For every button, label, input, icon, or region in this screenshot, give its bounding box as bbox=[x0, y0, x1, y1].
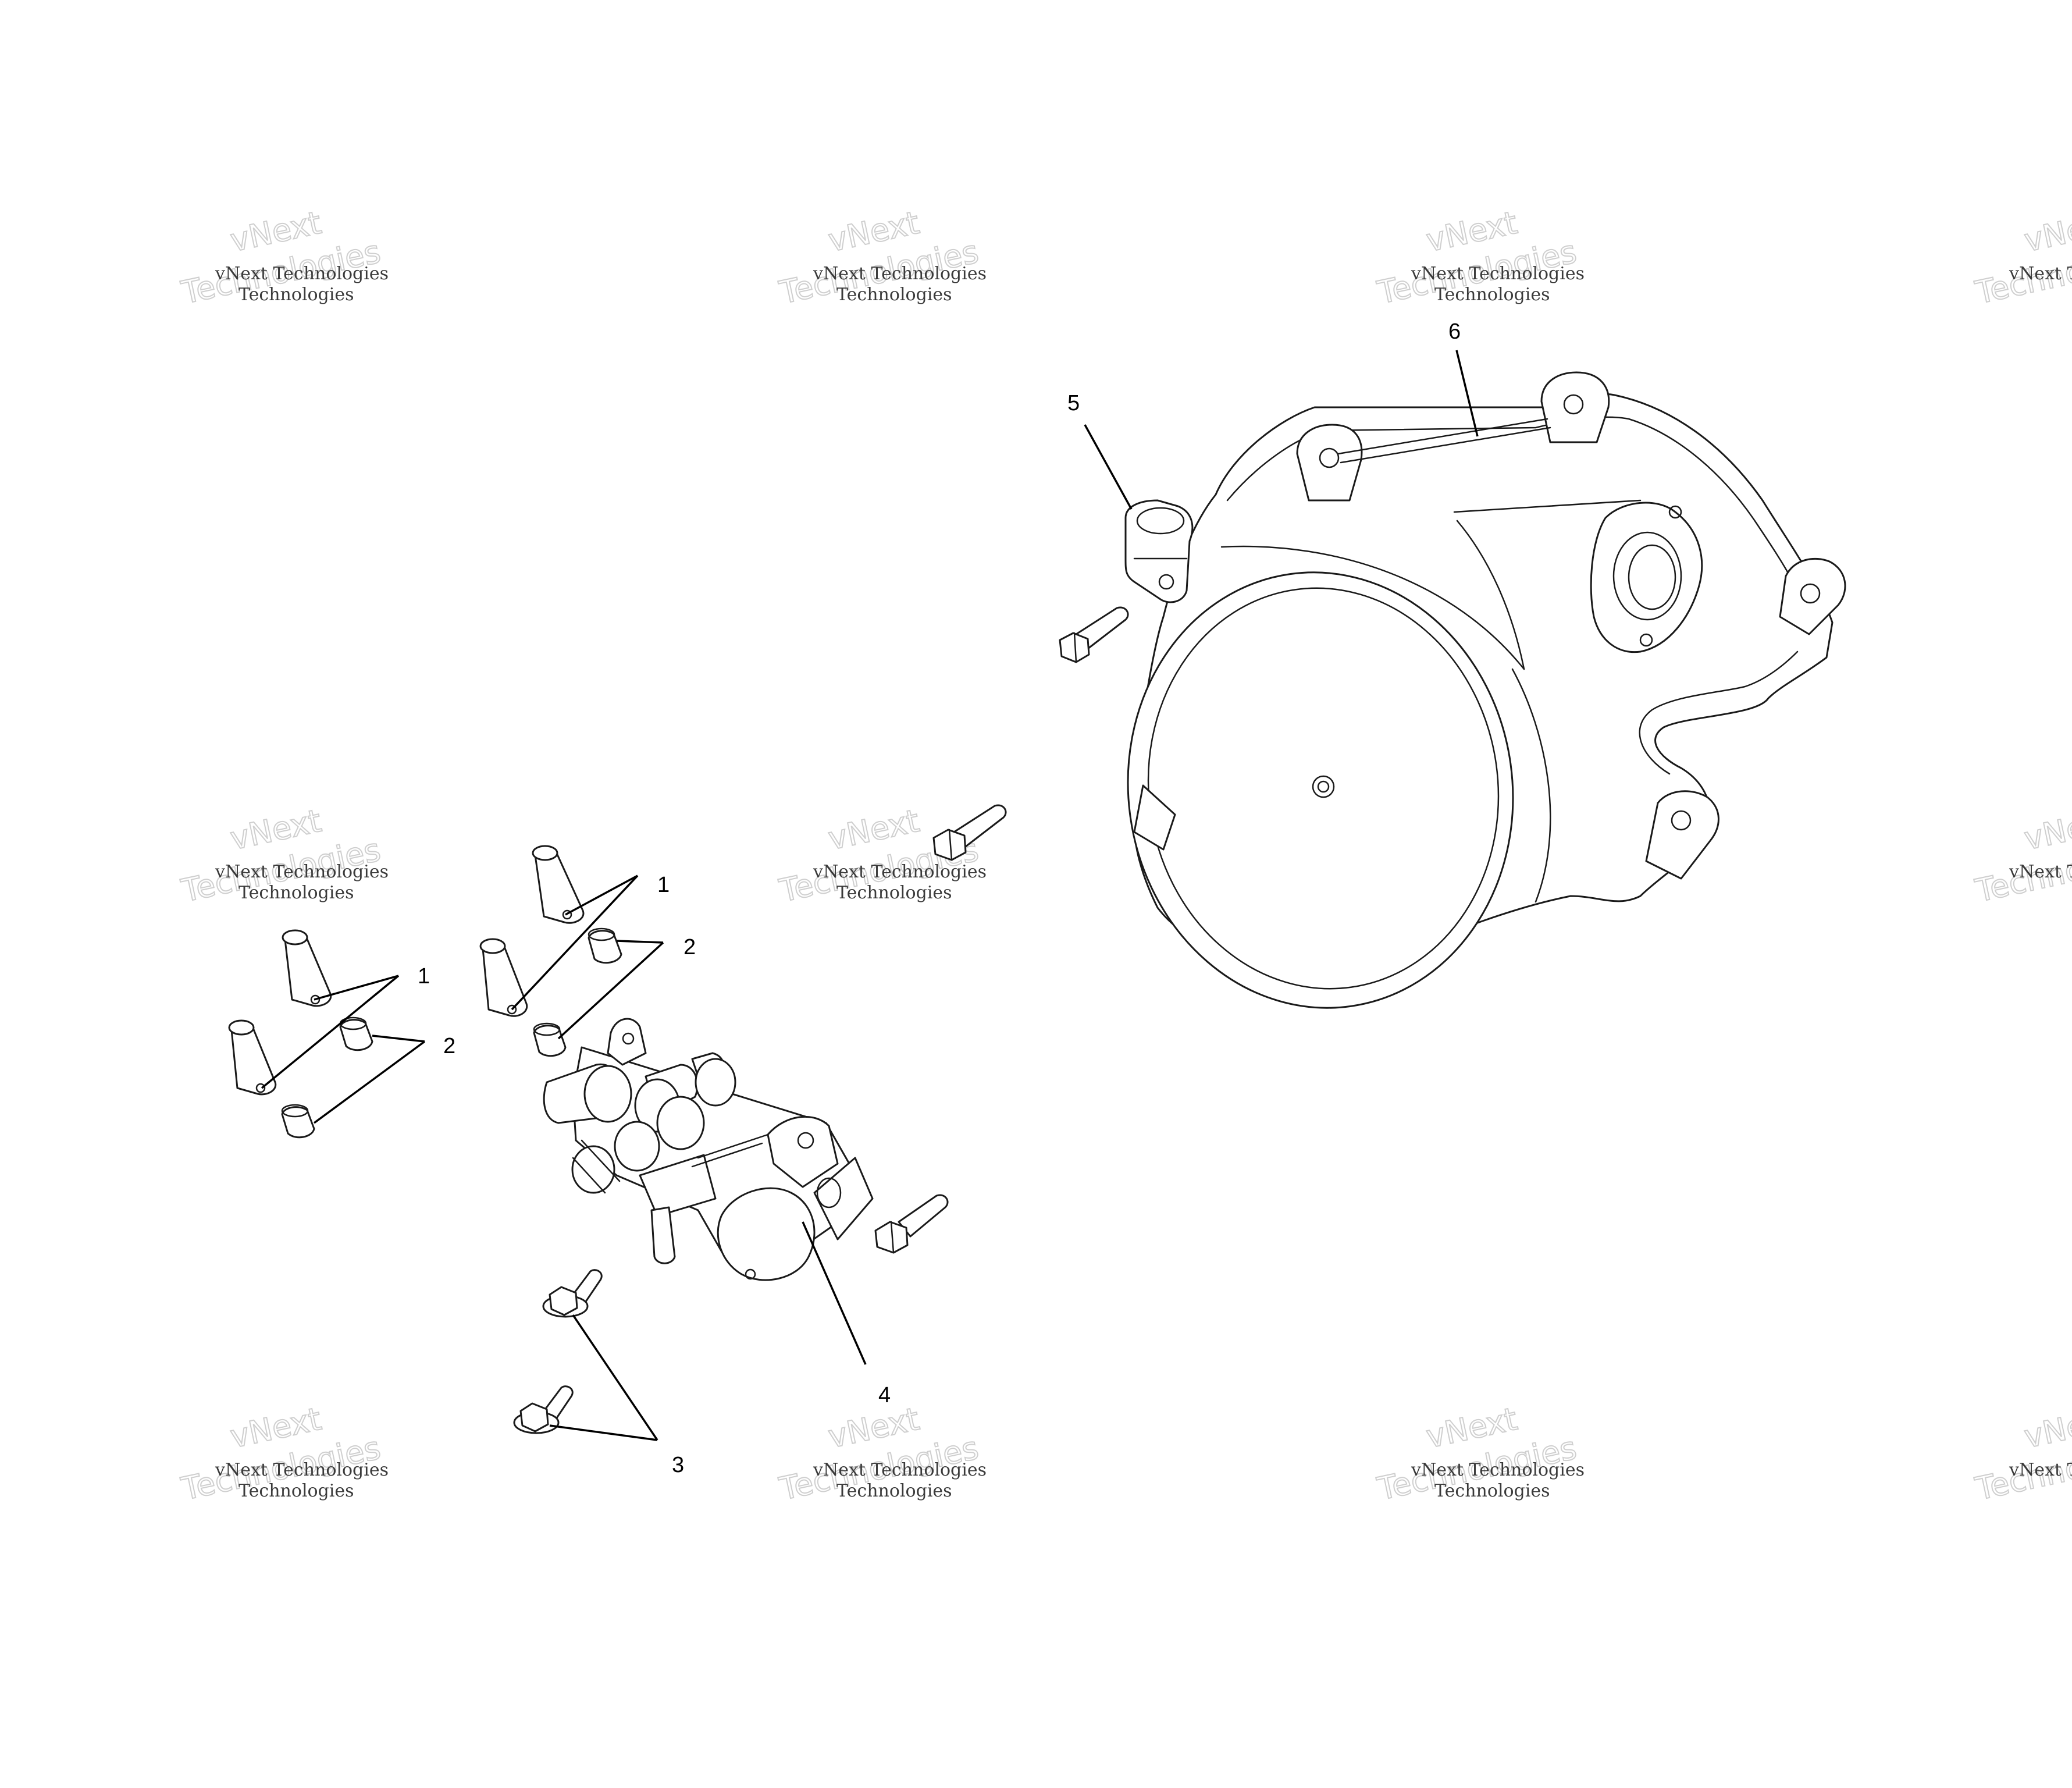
watermark-back-top: vNext bbox=[2021, 802, 2072, 857]
leader-lines bbox=[261, 350, 1479, 1441]
flange-bolt-part-3 bbox=[513, 1385, 574, 1434]
watermark-text: vNext Technologies bbox=[215, 264, 389, 284]
watermark: vNext Technologies vNext Technologies Te… bbox=[775, 204, 987, 312]
valve-block-part-4 bbox=[543, 1018, 874, 1281]
watermark: vNext Technologies vNext Technologies Te… bbox=[775, 1400, 987, 1508]
callout-6: 6 bbox=[1448, 319, 1461, 344]
watermark: vNext Technologies vNext Technologies Te… bbox=[177, 1400, 389, 1508]
callout-labels: 1 2 1 2 3 4 5 6 bbox=[418, 319, 1461, 1477]
watermark: vNext Technologies vNext Technologies Te… bbox=[177, 802, 389, 910]
watermark-text: Technologies bbox=[238, 1481, 354, 1501]
watermark-text: Technologies bbox=[836, 285, 952, 305]
watermark: vNext Technologies vNext Technologies Te… bbox=[1373, 204, 1585, 312]
watermark-text: Technologies bbox=[836, 883, 952, 903]
bolt bbox=[932, 804, 1007, 861]
watermark-text: vNext Technologies bbox=[813, 1460, 987, 1480]
watermark: vNext Technologies vNext Technologies bbox=[1971, 204, 2072, 312]
sleeve-part-1 bbox=[282, 929, 332, 1007]
watermark-text: Technologies bbox=[836, 1481, 952, 1501]
watermark-text: Technologies bbox=[238, 883, 354, 903]
callout-5: 5 bbox=[1067, 391, 1080, 415]
flange-bolt-part-3 bbox=[542, 1269, 603, 1318]
watermark-text: vNext Technologies bbox=[1411, 1460, 1585, 1480]
watermark-grid: vNext Technologies vNext Technologies Te… bbox=[177, 204, 2072, 1508]
bushing-part-2 bbox=[339, 1016, 373, 1051]
watermark-text: vNext Technologies bbox=[2009, 264, 2072, 284]
watermark-text: Technologies bbox=[1434, 1481, 1550, 1501]
bushing-part-2 bbox=[533, 1022, 567, 1057]
watermark-back-top: vNext bbox=[2021, 204, 2072, 259]
callout-3: 3 bbox=[672, 1453, 684, 1477]
sleeve-part-1 bbox=[532, 845, 585, 924]
bushing-part-2 bbox=[281, 1104, 315, 1139]
watermark-text: vNext Technologies bbox=[1411, 264, 1585, 284]
sleeve-part-1 bbox=[228, 1019, 277, 1096]
callout-2: 2 bbox=[443, 1034, 455, 1058]
watermark-text: vNext Technologies bbox=[215, 1460, 389, 1480]
watermark-text: vNext Technologies bbox=[813, 862, 987, 882]
housing-cover-part-6 bbox=[1127, 371, 1846, 1009]
clamp-part-5 bbox=[1124, 499, 1194, 603]
watermark-text: Technologies bbox=[1434, 285, 1550, 305]
sleeve-part-1 bbox=[479, 938, 528, 1017]
bolt bbox=[874, 1194, 949, 1254]
watermark: vNext Technologies vNext Technologies bbox=[1971, 1400, 2072, 1508]
bushing-part-2 bbox=[588, 927, 622, 964]
watermark: vNext Technologies vNext Technologies Te… bbox=[177, 204, 389, 312]
watermark-text: Technologies bbox=[238, 285, 354, 305]
watermark-back-top: vNext bbox=[2021, 1400, 2072, 1455]
watermark-text: vNext Technologies bbox=[2009, 1460, 2072, 1480]
watermark-text: vNext Technologies bbox=[215, 862, 389, 882]
callout-1: 1 bbox=[657, 873, 670, 897]
watermark-text: vNext Technologies bbox=[813, 264, 987, 284]
callout-4: 4 bbox=[878, 1383, 891, 1407]
bolt bbox=[1059, 606, 1129, 663]
watermark: vNext Technologies vNext Technologies Te… bbox=[1373, 1400, 1585, 1508]
watermark-text: vNext Technologies bbox=[2009, 862, 2072, 882]
watermark: vNext Technologies vNext Technologies bbox=[1971, 802, 2072, 910]
callout-1: 1 bbox=[418, 964, 430, 989]
callout-2: 2 bbox=[683, 935, 696, 959]
